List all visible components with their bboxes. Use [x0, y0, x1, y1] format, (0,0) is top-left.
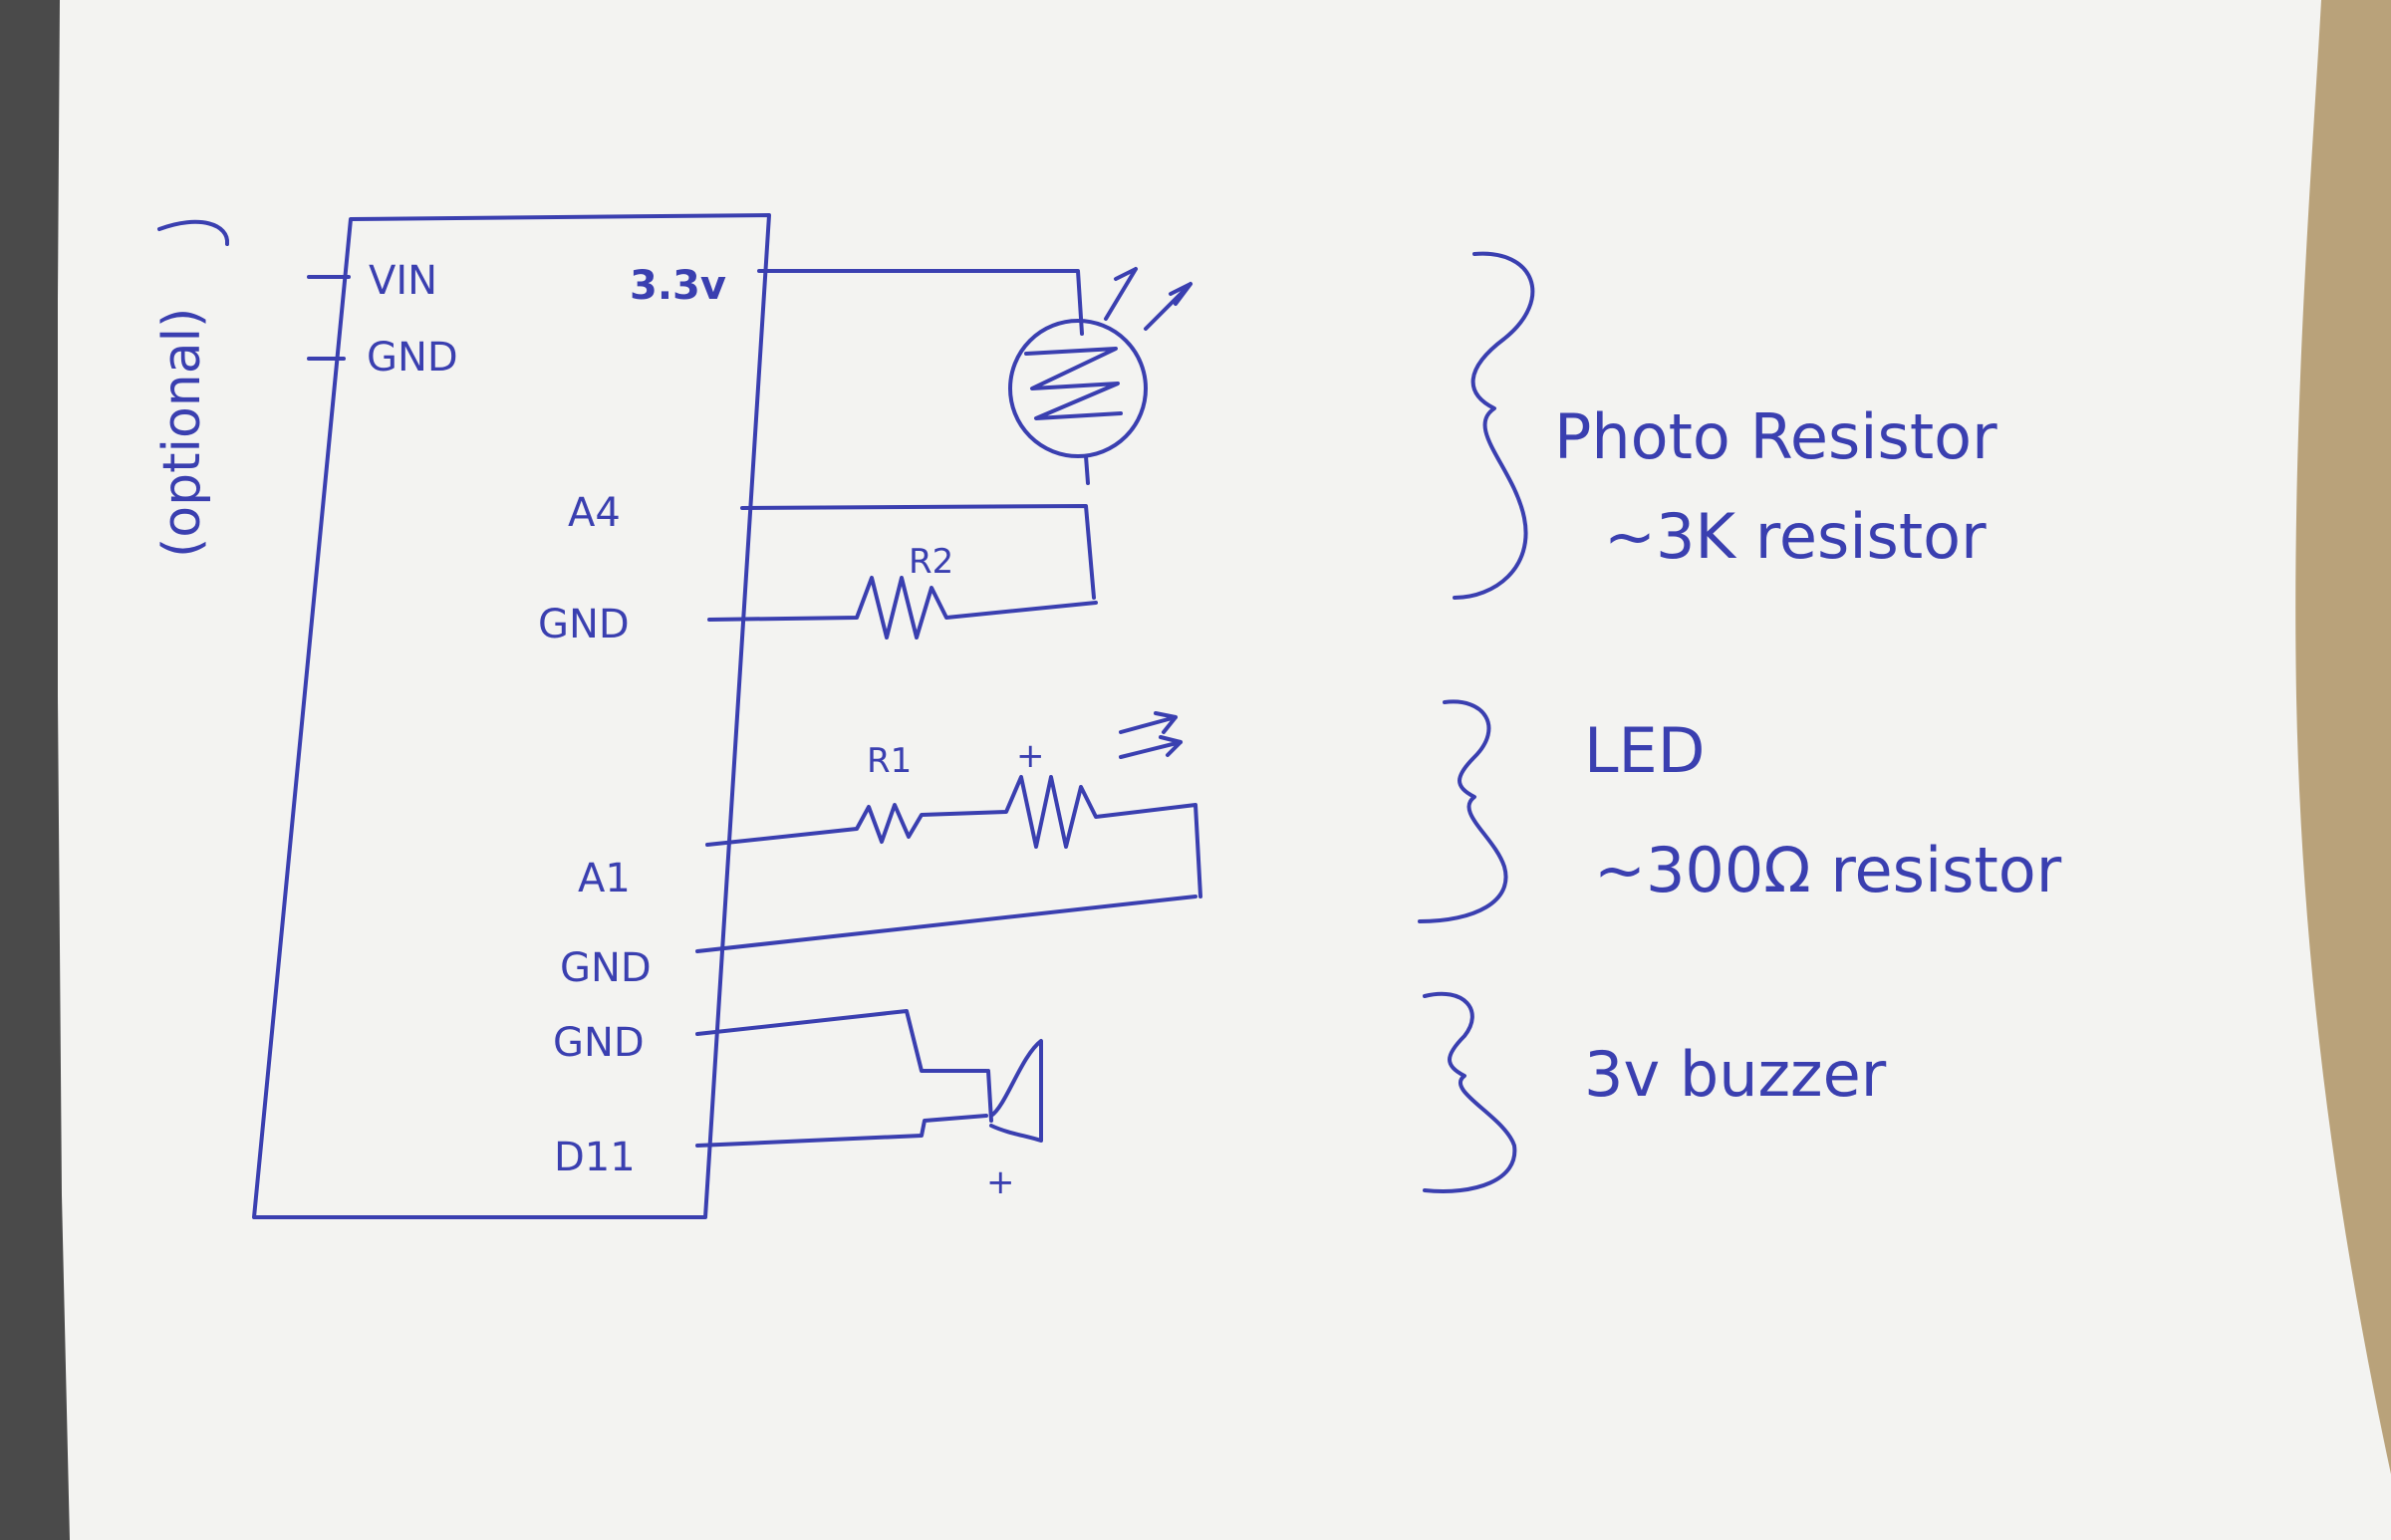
wire-a4 [740, 504, 1096, 600]
photoresistor-zigzag [1024, 347, 1123, 420]
wire-gnd-led [695, 895, 1197, 953]
pin-gnd-buzzer: GND [553, 1020, 645, 1066]
pin-gnd-r2: GND [538, 602, 630, 647]
wire-gnd-buzzer [695, 1009, 988, 1073]
pin-d11: D11 [554, 1135, 636, 1180]
pin-a4: A4 [568, 490, 621, 536]
buzzer-plus-label: + [986, 1162, 1015, 1202]
brace-photo [1453, 251, 1535, 600]
note-photo-line2: ~3K resistor [1604, 500, 1987, 573]
pin-gnd-led: GND [560, 945, 652, 991]
wire-3v3 [757, 269, 1084, 336]
wire-gnd-r2 [707, 576, 1098, 640]
note-photo-line1: Photo Resistor [1554, 400, 1997, 473]
paper-sheet [58, 0, 2391, 1540]
photoresistor-symbol [1008, 319, 1148, 458]
led-light-arrows [1119, 711, 1183, 759]
pin-3v3: 3.3v [630, 263, 726, 309]
note-led-line2: ~300Ω resistor [1594, 834, 2062, 906]
brace-buzzer [1423, 991, 1517, 1193]
brace-led [1418, 699, 1508, 923]
wire-a1 [705, 775, 1202, 898]
wire-d11-buzzer [695, 1114, 988, 1148]
photo-lead [1084, 454, 1090, 485]
optional-note: (optional) [152, 308, 212, 558]
led-plus-label: + [1016, 736, 1045, 776]
note-buzzer-line1: 3v buzzer [1584, 1038, 1887, 1111]
note-led-line1: LED [1584, 714, 1705, 787]
optional-paren [157, 219, 230, 246]
pin-gnd-top: GND [367, 335, 458, 381]
board-outline [252, 213, 771, 1219]
buzzer-symbol [986, 1039, 1043, 1143]
r1-label: R1 [867, 741, 912, 781]
light-arrows-photo [1104, 267, 1193, 331]
r2-label: R2 [909, 542, 953, 582]
pin-a1: A1 [578, 856, 631, 901]
pin-vin: VIN [369, 258, 437, 304]
